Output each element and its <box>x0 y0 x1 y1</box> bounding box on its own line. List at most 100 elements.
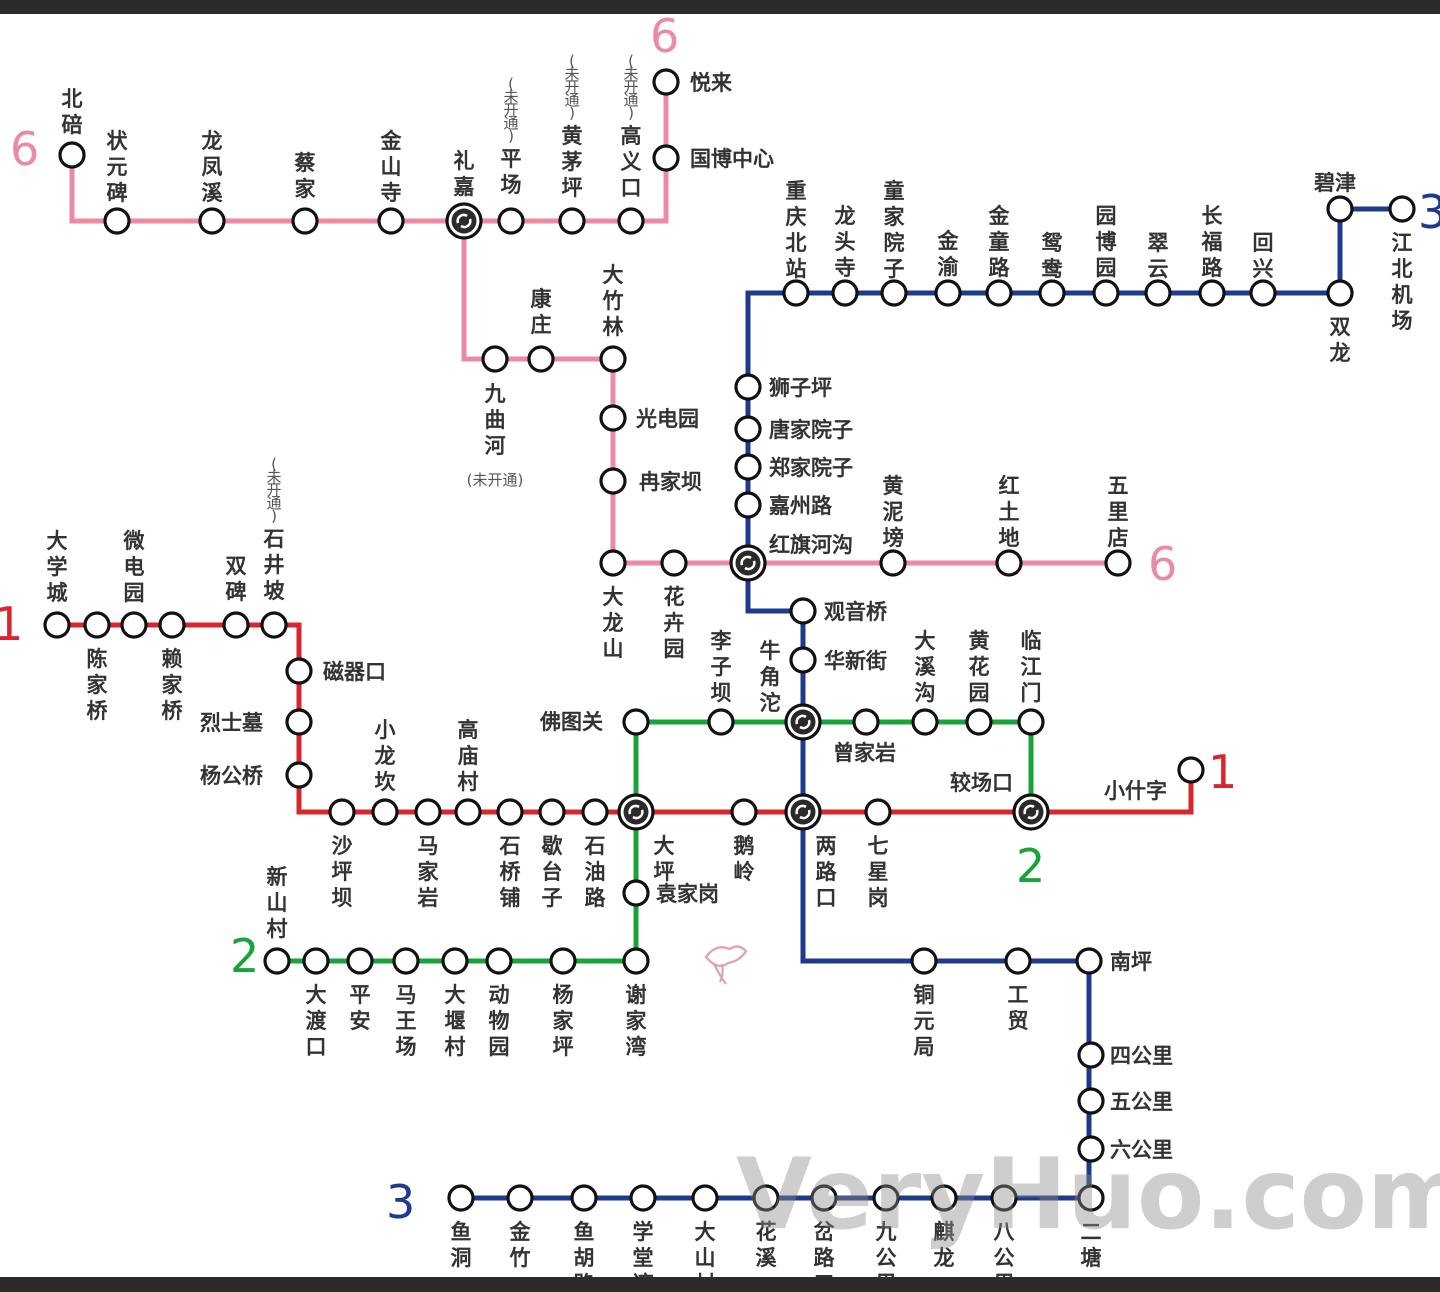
station-dot-beibei[interactable] <box>58 141 86 169</box>
station-dot-jiazhoulu[interactable] <box>734 491 762 519</box>
transfer-station-daping[interactable] <box>617 793 655 831</box>
station-dot-kuailukou[interactable] <box>810 1184 838 1212</box>
station-dot-zhengjiayuanzi[interactable] <box>734 453 762 481</box>
station-dot-guanyinqiao[interactable] <box>789 597 817 625</box>
station-dot-mawangchang[interactable] <box>392 947 420 975</box>
station-dot-huangmaoping[interactable] <box>558 207 586 235</box>
station-dot-chongqingbeizhan[interactable] <box>782 279 810 307</box>
station-dot-jiangbeijichang[interactable] <box>1388 195 1416 223</box>
station-dot-guangdianyuan[interactable] <box>599 404 627 432</box>
station-dot-yuhulu[interactable] <box>570 1184 598 1212</box>
station-dot-hongtudi[interactable] <box>995 549 1023 577</box>
station-dot-shuangbei[interactable] <box>222 611 250 639</box>
station-dot-dalongshan[interactable] <box>599 549 627 577</box>
station-dot-ertang[interactable] <box>1077 1184 1105 1212</box>
station-dot-kangzhuang[interactable] <box>527 345 555 373</box>
station-dot-shapingba[interactable] <box>328 798 356 826</box>
station-dot-majiayan[interactable] <box>414 798 442 826</box>
station-dot-linjiangmen[interactable] <box>1017 708 1045 736</box>
station-dot-jinyu[interactable] <box>934 279 962 307</box>
station-dot-tongyuanju[interactable] <box>910 947 938 975</box>
station-dot-laijiaqiao[interactable] <box>158 611 186 639</box>
station-label-yuanyang: 鸳鸯 <box>1041 231 1064 281</box>
station-dot-pingan[interactable] <box>346 947 374 975</box>
station-dot-daxuecheng[interactable] <box>43 611 71 639</box>
station-dot-liziba[interactable] <box>707 708 735 736</box>
station-dot-ranjiaba[interactable] <box>599 467 627 495</box>
station-dot-yuanjiagang[interactable] <box>622 879 650 907</box>
station-dot-huanghuayuan[interactable] <box>965 708 993 736</box>
station-dot-shijingpo[interactable] <box>260 611 288 639</box>
station-dot-yuelai[interactable] <box>652 68 680 96</box>
station-dot-gongmao[interactable] <box>1004 947 1032 975</box>
station-dot-nanping[interactable] <box>1075 947 1103 975</box>
station-dot-dazhulin[interactable] <box>599 345 627 373</box>
station-dot-eling[interactable] <box>730 798 758 826</box>
station-dot-huahuiyuan[interactable] <box>660 549 688 577</box>
station-dot-xiaoshizi[interactable] <box>1177 756 1205 784</box>
station-dot-zengjiayan[interactable] <box>852 708 880 736</box>
station-dot-shuanglong[interactable] <box>1326 279 1354 307</box>
station-dot-zhuangyuanbei[interactable] <box>103 207 131 235</box>
station-dot-fotuguan[interactable] <box>622 708 650 736</box>
station-dot-changfulu[interactable] <box>1198 279 1226 307</box>
transfer-station-niujiaotuo[interactable] <box>784 703 822 741</box>
transfer-station-hongqihegou[interactable] <box>729 544 767 582</box>
station-dot-wugongli[interactable] <box>1077 1087 1105 1115</box>
station-dot-liugongli[interactable] <box>1077 1135 1105 1163</box>
station-dot-bijin[interactable] <box>1326 195 1354 223</box>
station-dot-cuiyun[interactable] <box>1144 279 1172 307</box>
station-dot-caijia[interactable] <box>291 207 319 235</box>
station-dot-sigongli[interactable] <box>1077 1041 1105 1069</box>
station-dot-daxigou[interactable] <box>911 708 939 736</box>
station-dot-tangjiayuanzi[interactable] <box>734 415 762 443</box>
station-dot-huaxinjie[interactable] <box>789 646 817 674</box>
transfer-station-lijia[interactable] <box>445 202 483 240</box>
station-dot-lieshimu[interactable] <box>285 708 313 736</box>
station-label-beibei: 北碚 <box>62 87 83 137</box>
station-dot-huaxi[interactable] <box>752 1184 780 1212</box>
station-dot-xinshancun[interactable] <box>263 947 291 975</box>
station-dot-weidianyuan[interactable] <box>120 611 148 639</box>
station-dot-xiejiawan[interactable] <box>622 947 650 975</box>
station-dot-longfengxi[interactable] <box>198 207 226 235</box>
station-dot-ciqikou[interactable] <box>285 657 313 685</box>
station-dot-qixinggang[interactable] <box>864 798 892 826</box>
station-label-tongjiayuanzi: 童家院子 <box>884 179 906 281</box>
station-dot-shiqiaopu[interactable] <box>496 798 524 826</box>
station-dot-dashancun[interactable] <box>691 1184 719 1212</box>
station-dot-bagongli[interactable] <box>990 1184 1018 1212</box>
transfer-station-jiaochangkou[interactable] <box>1012 793 1050 831</box>
station-dot-gaoyikou[interactable] <box>617 207 645 235</box>
station-dot-shiyoulu[interactable] <box>581 798 609 826</box>
station-dot-dadukou[interactable] <box>302 947 330 975</box>
station-dot-huixing[interactable] <box>1249 279 1277 307</box>
station-dot-tongjiayuanzi[interactable] <box>880 279 908 307</box>
station-dot-jinzhu[interactable] <box>506 1184 534 1212</box>
station-dot-chenjiaqiao[interactable] <box>83 611 111 639</box>
station-dot-longtousi[interactable] <box>831 279 859 307</box>
station-dot-qilong[interactable] <box>930 1184 958 1212</box>
station-dot-pingchang[interactable] <box>497 207 525 235</box>
station-dot-xuetangwan[interactable] <box>629 1184 657 1212</box>
station-dot-jinshansi[interactable] <box>377 207 405 235</box>
station-dot-getaizi[interactable] <box>538 798 566 826</box>
transfer-station-lianglukou[interactable] <box>784 793 822 831</box>
station-dot-guobozhongxin[interactable] <box>652 144 680 172</box>
station-dot-yanggongqiao[interactable] <box>285 761 313 789</box>
station-dot-dongwuyuan[interactable] <box>485 947 513 975</box>
station-dot-shiziping[interactable] <box>734 373 762 401</box>
station-dot-jiuquhe[interactable] <box>481 345 509 373</box>
station-dot-yudong[interactable] <box>447 1184 475 1212</box>
station-dot-gaomiaocun[interactable] <box>454 798 482 826</box>
station-dot-xiaolongkan[interactable] <box>371 798 399 826</box>
station-dot-wulidian[interactable] <box>1104 549 1132 577</box>
station-dot-jintonglu[interactable] <box>985 279 1013 307</box>
station-dot-dayancun[interactable] <box>441 947 469 975</box>
station-dot-jiugongli[interactable] <box>872 1184 900 1212</box>
station-label-yuanjiagang: 袁家岗 <box>655 882 719 906</box>
station-dot-yangjiaping[interactable] <box>549 947 577 975</box>
station-dot-yuanyang[interactable] <box>1038 279 1066 307</box>
station-dot-yuanboyuan[interactable] <box>1092 279 1120 307</box>
station-dot-huangnibang[interactable] <box>879 549 907 577</box>
